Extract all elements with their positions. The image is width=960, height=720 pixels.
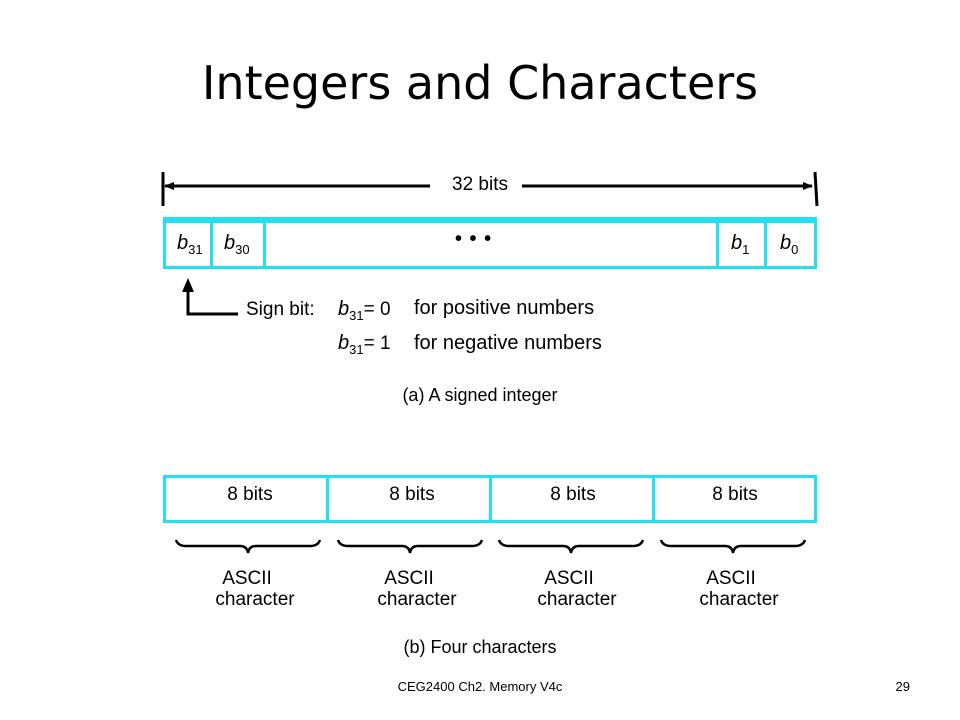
rule-negative-text: for negative numbers [414, 332, 602, 354]
caption-signed: (a) A signed integer [402, 385, 558, 405]
slide-title: Integers and Characters [201, 56, 759, 110]
byte-label-2: 8 bits [389, 484, 435, 505]
byte-label-1: 8 bits [227, 484, 273, 505]
byte-label-3: 8 bits [550, 484, 596, 505]
brace-4 [659, 539, 807, 554]
brace-3 [497, 539, 645, 554]
rule-positive-text: for positive numbers [414, 297, 595, 319]
width-label: 32 bits [452, 174, 508, 195]
bit-ellipsis: • • • [455, 228, 493, 250]
page-number: 29 [895, 679, 910, 694]
bit-label-b0: b0 [780, 232, 799, 257]
width-right-tick [813, 171, 819, 207]
bit-label-b1: b1 [731, 232, 750, 257]
rule-negative: b31= 1 [338, 332, 391, 357]
sign-bit-arrowhead [182, 278, 194, 292]
sign-bit-arrow [186, 284, 238, 316]
footer-course: CEG2400 Ch2. Memory V4c [397, 679, 563, 694]
byte-cell-4 [652, 475, 817, 523]
bit-label-b31: b31 [177, 232, 203, 257]
bit-label-b30: b30 [224, 232, 250, 257]
sign-bit-label: Sign bit: [246, 299, 315, 320]
rule-positive: b31= 0 [338, 298, 391, 323]
caption-chars: (b) Four characters [403, 637, 557, 657]
bit-cell-b0 [764, 220, 817, 269]
brace-1 [174, 539, 322, 554]
brace-2 [336, 539, 484, 554]
byte-label-4: 8 bits [712, 484, 758, 505]
